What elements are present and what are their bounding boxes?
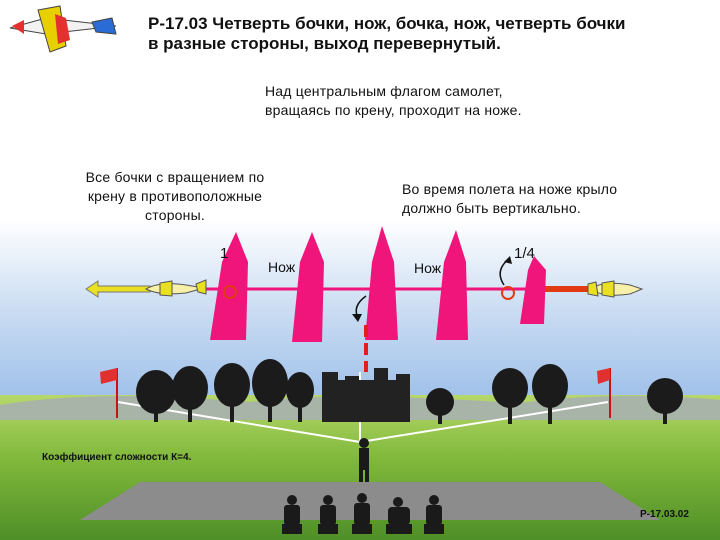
wing-4 bbox=[436, 230, 468, 340]
figure-reference: Р-17.03.02 bbox=[640, 509, 689, 520]
castle bbox=[322, 368, 410, 422]
exit-aircraft-icon bbox=[587, 280, 644, 298]
tree bbox=[492, 368, 528, 424]
difficulty-coefficient: Коэффициент сложности К=4. bbox=[42, 452, 192, 463]
note-center-flag: Над центральным флагом самолет, вращаясь… bbox=[265, 82, 595, 120]
knife-label-1: Нож bbox=[268, 259, 296, 275]
entry-aircraft-icon bbox=[144, 279, 207, 297]
tree bbox=[532, 364, 568, 424]
tree bbox=[172, 366, 208, 422]
tree bbox=[426, 388, 454, 424]
judge-line-right bbox=[359, 401, 609, 443]
arrowhead-icon bbox=[504, 256, 512, 264]
roll-marker-2 bbox=[501, 286, 515, 300]
flag-left bbox=[100, 368, 118, 418]
flag-right bbox=[597, 368, 611, 418]
note-line: крену в противоположные bbox=[87, 188, 263, 204]
note-rolls-direction: Все бочки с вращением по крену в противо… bbox=[60, 168, 290, 225]
tree bbox=[286, 372, 314, 422]
title-line-1: Р-17.03 Четверть бочки, нож, бочка, нож,… bbox=[148, 14, 626, 33]
quarter-roll-left-label: 1 bbox=[220, 245, 228, 262]
wing-5 bbox=[520, 256, 546, 324]
tree bbox=[136, 370, 176, 422]
judge bbox=[352, 493, 372, 534]
note-knife-edge: Во время полета на ноже крыло должно быт… bbox=[402, 180, 702, 218]
tree bbox=[214, 363, 250, 422]
page-title: Р-17.03 Четверть бочки, нож, бочка, нож,… bbox=[148, 14, 720, 54]
logo-aircraft-icon bbox=[9, 5, 117, 53]
note-line: Над центральным флагом самолет, bbox=[265, 83, 503, 99]
runway bbox=[80, 482, 660, 520]
judge bbox=[282, 495, 302, 534]
note-line: Во время полета на ноже крыло bbox=[402, 181, 618, 197]
sky-background bbox=[0, 0, 720, 400]
entry-arrow-icon bbox=[85, 280, 151, 298]
quarter-roll-right-label: 1/4 bbox=[514, 245, 535, 262]
note-line: должно быть вертикально. bbox=[402, 200, 581, 216]
note-line: Все бочки с вращением по bbox=[85, 169, 265, 185]
trees bbox=[136, 359, 683, 424]
judge bbox=[318, 495, 338, 534]
wing-2 bbox=[292, 232, 324, 342]
arrowhead-icon bbox=[352, 314, 362, 322]
roll-marker-1 bbox=[223, 285, 237, 299]
knife-edge-wings bbox=[210, 226, 546, 342]
judge bbox=[386, 497, 412, 534]
tree bbox=[647, 378, 683, 424]
title-line-2: в разные стороны, выход перевернутый. bbox=[148, 34, 501, 53]
tree bbox=[252, 359, 288, 422]
knife-label-2: Нож bbox=[414, 260, 442, 276]
judge bbox=[424, 495, 444, 534]
pilot-figure bbox=[359, 438, 369, 482]
wing-3 bbox=[365, 226, 398, 340]
note-line: вращаясь по крену, проходит на ноже. bbox=[265, 102, 522, 118]
judges bbox=[282, 493, 444, 534]
note-line: стороны. bbox=[145, 207, 205, 223]
